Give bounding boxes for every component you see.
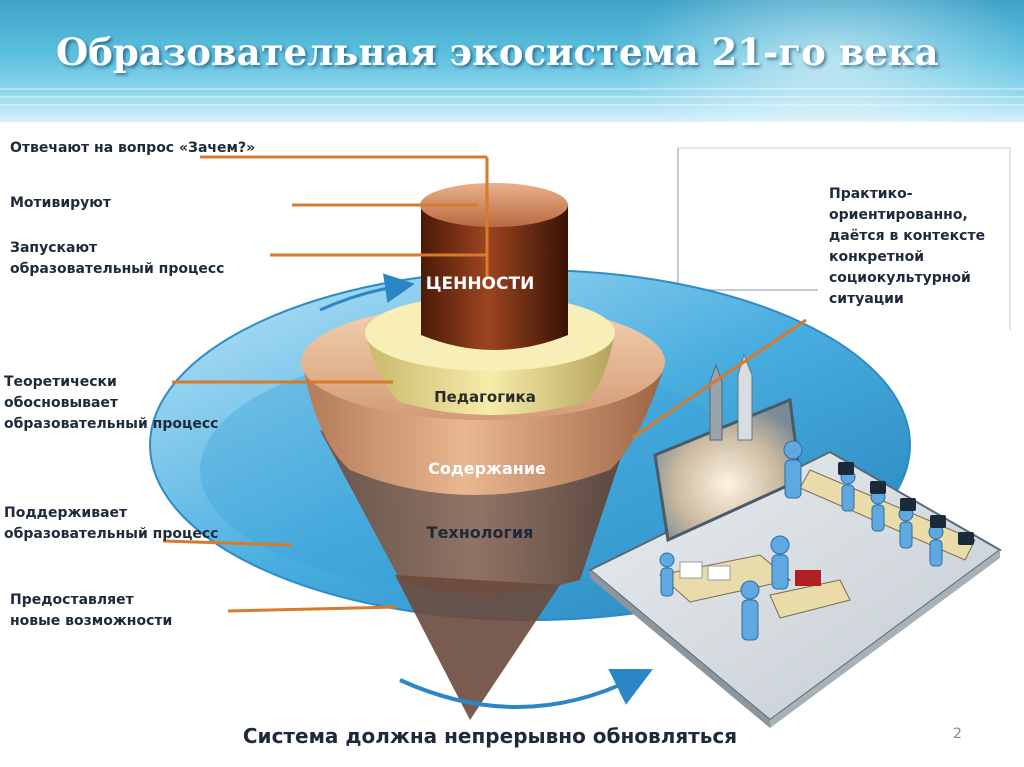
label-practice: Практико- ориентированно, даётся в конте… <box>829 186 986 307</box>
technology-cone-tip <box>395 575 560 720</box>
values-cylinder-top <box>420 183 568 227</box>
page-number: 2 <box>953 726 962 742</box>
monitor <box>958 532 974 545</box>
leader-lines <box>162 155 807 613</box>
label-pedagogy: Педагогика <box>434 388 536 406</box>
monitor <box>930 515 946 528</box>
person <box>770 535 790 555</box>
values-cylinder <box>421 205 568 350</box>
footer-caption: Система должна непрерывно обновляться <box>242 724 738 748</box>
monitor <box>900 498 916 511</box>
banner-stripe <box>0 88 1024 90</box>
slide-title: Образовательная экосистема 21-го века <box>56 30 939 74</box>
label-motivate: Мотивируют <box>10 195 112 211</box>
paper <box>679 561 703 579</box>
classroom-floor-edge <box>770 550 1000 728</box>
leader-line <box>632 318 807 439</box>
label-technology: Технология <box>427 523 534 542</box>
label-theory: Теоретически обосновывает образовательны… <box>4 374 219 432</box>
monitor <box>870 481 886 494</box>
rotation-arrow-bottom <box>399 668 653 709</box>
leader-line <box>162 539 293 547</box>
desk-object <box>795 570 821 586</box>
label-why: Отвечают на вопрос «Зачем?» <box>10 140 256 156</box>
label-launch: Запускают образовательный процесс <box>10 240 225 277</box>
classroom-floor-edge <box>590 570 770 728</box>
label-opportunities: Предоставляет новые возможности <box>10 592 173 629</box>
label-content: Содержание <box>428 459 546 478</box>
leader-line <box>227 605 397 613</box>
person <box>659 552 675 568</box>
person <box>740 580 760 600</box>
banner-stripe <box>0 104 1024 106</box>
banner-glow <box>620 0 1024 122</box>
label-values: ЦЕННОСТИ <box>426 274 535 294</box>
rocket <box>737 353 753 441</box>
title-banner <box>0 0 1024 122</box>
classroom-illustration <box>588 353 1002 728</box>
paper <box>707 565 731 581</box>
banner-stripe <box>0 96 1024 98</box>
rotation-arrow-top <box>319 273 415 312</box>
label-support: Поддерживает образовательный процесс <box>4 505 219 542</box>
monitor <box>838 462 854 475</box>
person <box>783 440 803 460</box>
